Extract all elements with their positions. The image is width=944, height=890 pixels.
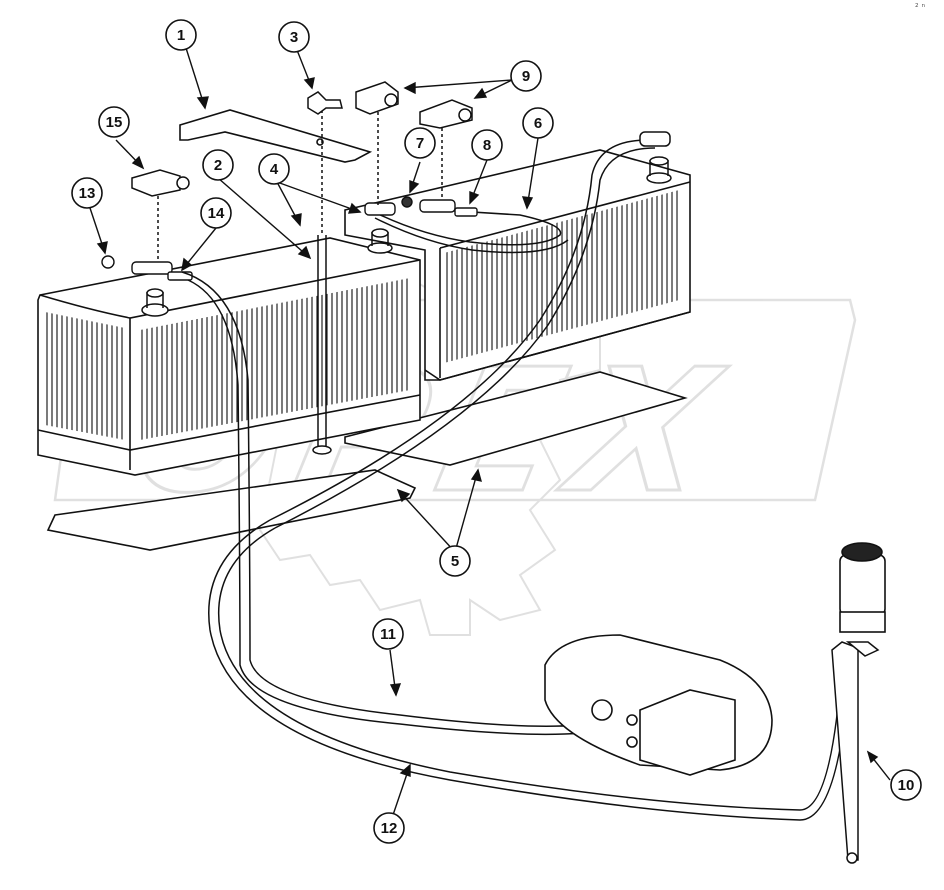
- callout-9: 9: [510, 60, 542, 92]
- callout-label: 13: [79, 185, 96, 202]
- callout-4: 4: [258, 153, 290, 185]
- hold-down-rod: [312, 110, 332, 455]
- starter-motor: [544, 634, 773, 776]
- callout-label: 14: [208, 205, 225, 222]
- callout-6: 6: [522, 107, 554, 139]
- connecting-cable: [369, 209, 569, 254]
- callout-10: 10: [890, 769, 922, 801]
- callout-11: 11: [372, 618, 404, 650]
- terminal-cover-b: [419, 99, 473, 200]
- callout-12: 12: [373, 812, 405, 844]
- terminal-clamp-left: [131, 261, 173, 275]
- terminal-post-center: [367, 228, 393, 254]
- callout-label: 8: [483, 137, 491, 154]
- callout-label: 2: [214, 157, 222, 174]
- battery-left: [37, 237, 421, 476]
- callout-label: 7: [416, 135, 424, 152]
- terminal-clamp-right: [419, 199, 456, 213]
- terminal-cover-a: [355, 81, 399, 205]
- bolt-8: [454, 207, 478, 217]
- key-switch: [839, 542, 886, 633]
- nut-13: [101, 255, 115, 269]
- callout-15: 15: [98, 106, 130, 138]
- leader-lines: [89, 47, 891, 816]
- bolt-14: [167, 271, 193, 281]
- wing-nut: [307, 91, 343, 115]
- callout-13: 13: [71, 177, 103, 209]
- terminal-post-right-positive: [646, 156, 672, 184]
- cable-10: [831, 641, 880, 864]
- callout-3: 3: [278, 21, 310, 53]
- terminal-post-left: [141, 288, 169, 317]
- callout-label: 1: [177, 27, 185, 44]
- callout-8: 8: [471, 129, 503, 161]
- nut-7: [401, 196, 413, 208]
- terminal-cover-15: [131, 169, 190, 260]
- cable-11: [181, 271, 583, 736]
- terminal-clamp-center: [364, 202, 396, 216]
- callout-label: 15: [106, 114, 123, 131]
- corner-mark: ² ⁿ: [915, 3, 925, 13]
- callout-label: 4: [270, 161, 279, 178]
- cable-12: [208, 519, 851, 821]
- callout-label: 5: [451, 553, 459, 570]
- callout-label: 10: [898, 777, 915, 794]
- callout-2: 2: [202, 149, 234, 181]
- battery-tray-right: [344, 371, 688, 466]
- callout-label: 3: [290, 29, 298, 46]
- positive-cable-6: [269, 131, 671, 529]
- callout-5: 5: [439, 545, 471, 577]
- callout-1: 1: [165, 19, 197, 51]
- callout-7: 7: [404, 127, 436, 159]
- callout-14: 14: [200, 197, 232, 229]
- callout-label: 9: [522, 68, 530, 85]
- callout-label: 6: [534, 115, 542, 132]
- battery-tray-left: [46, 469, 417, 551]
- callout-label: 12: [381, 820, 398, 837]
- callout-label: 11: [380, 626, 396, 643]
